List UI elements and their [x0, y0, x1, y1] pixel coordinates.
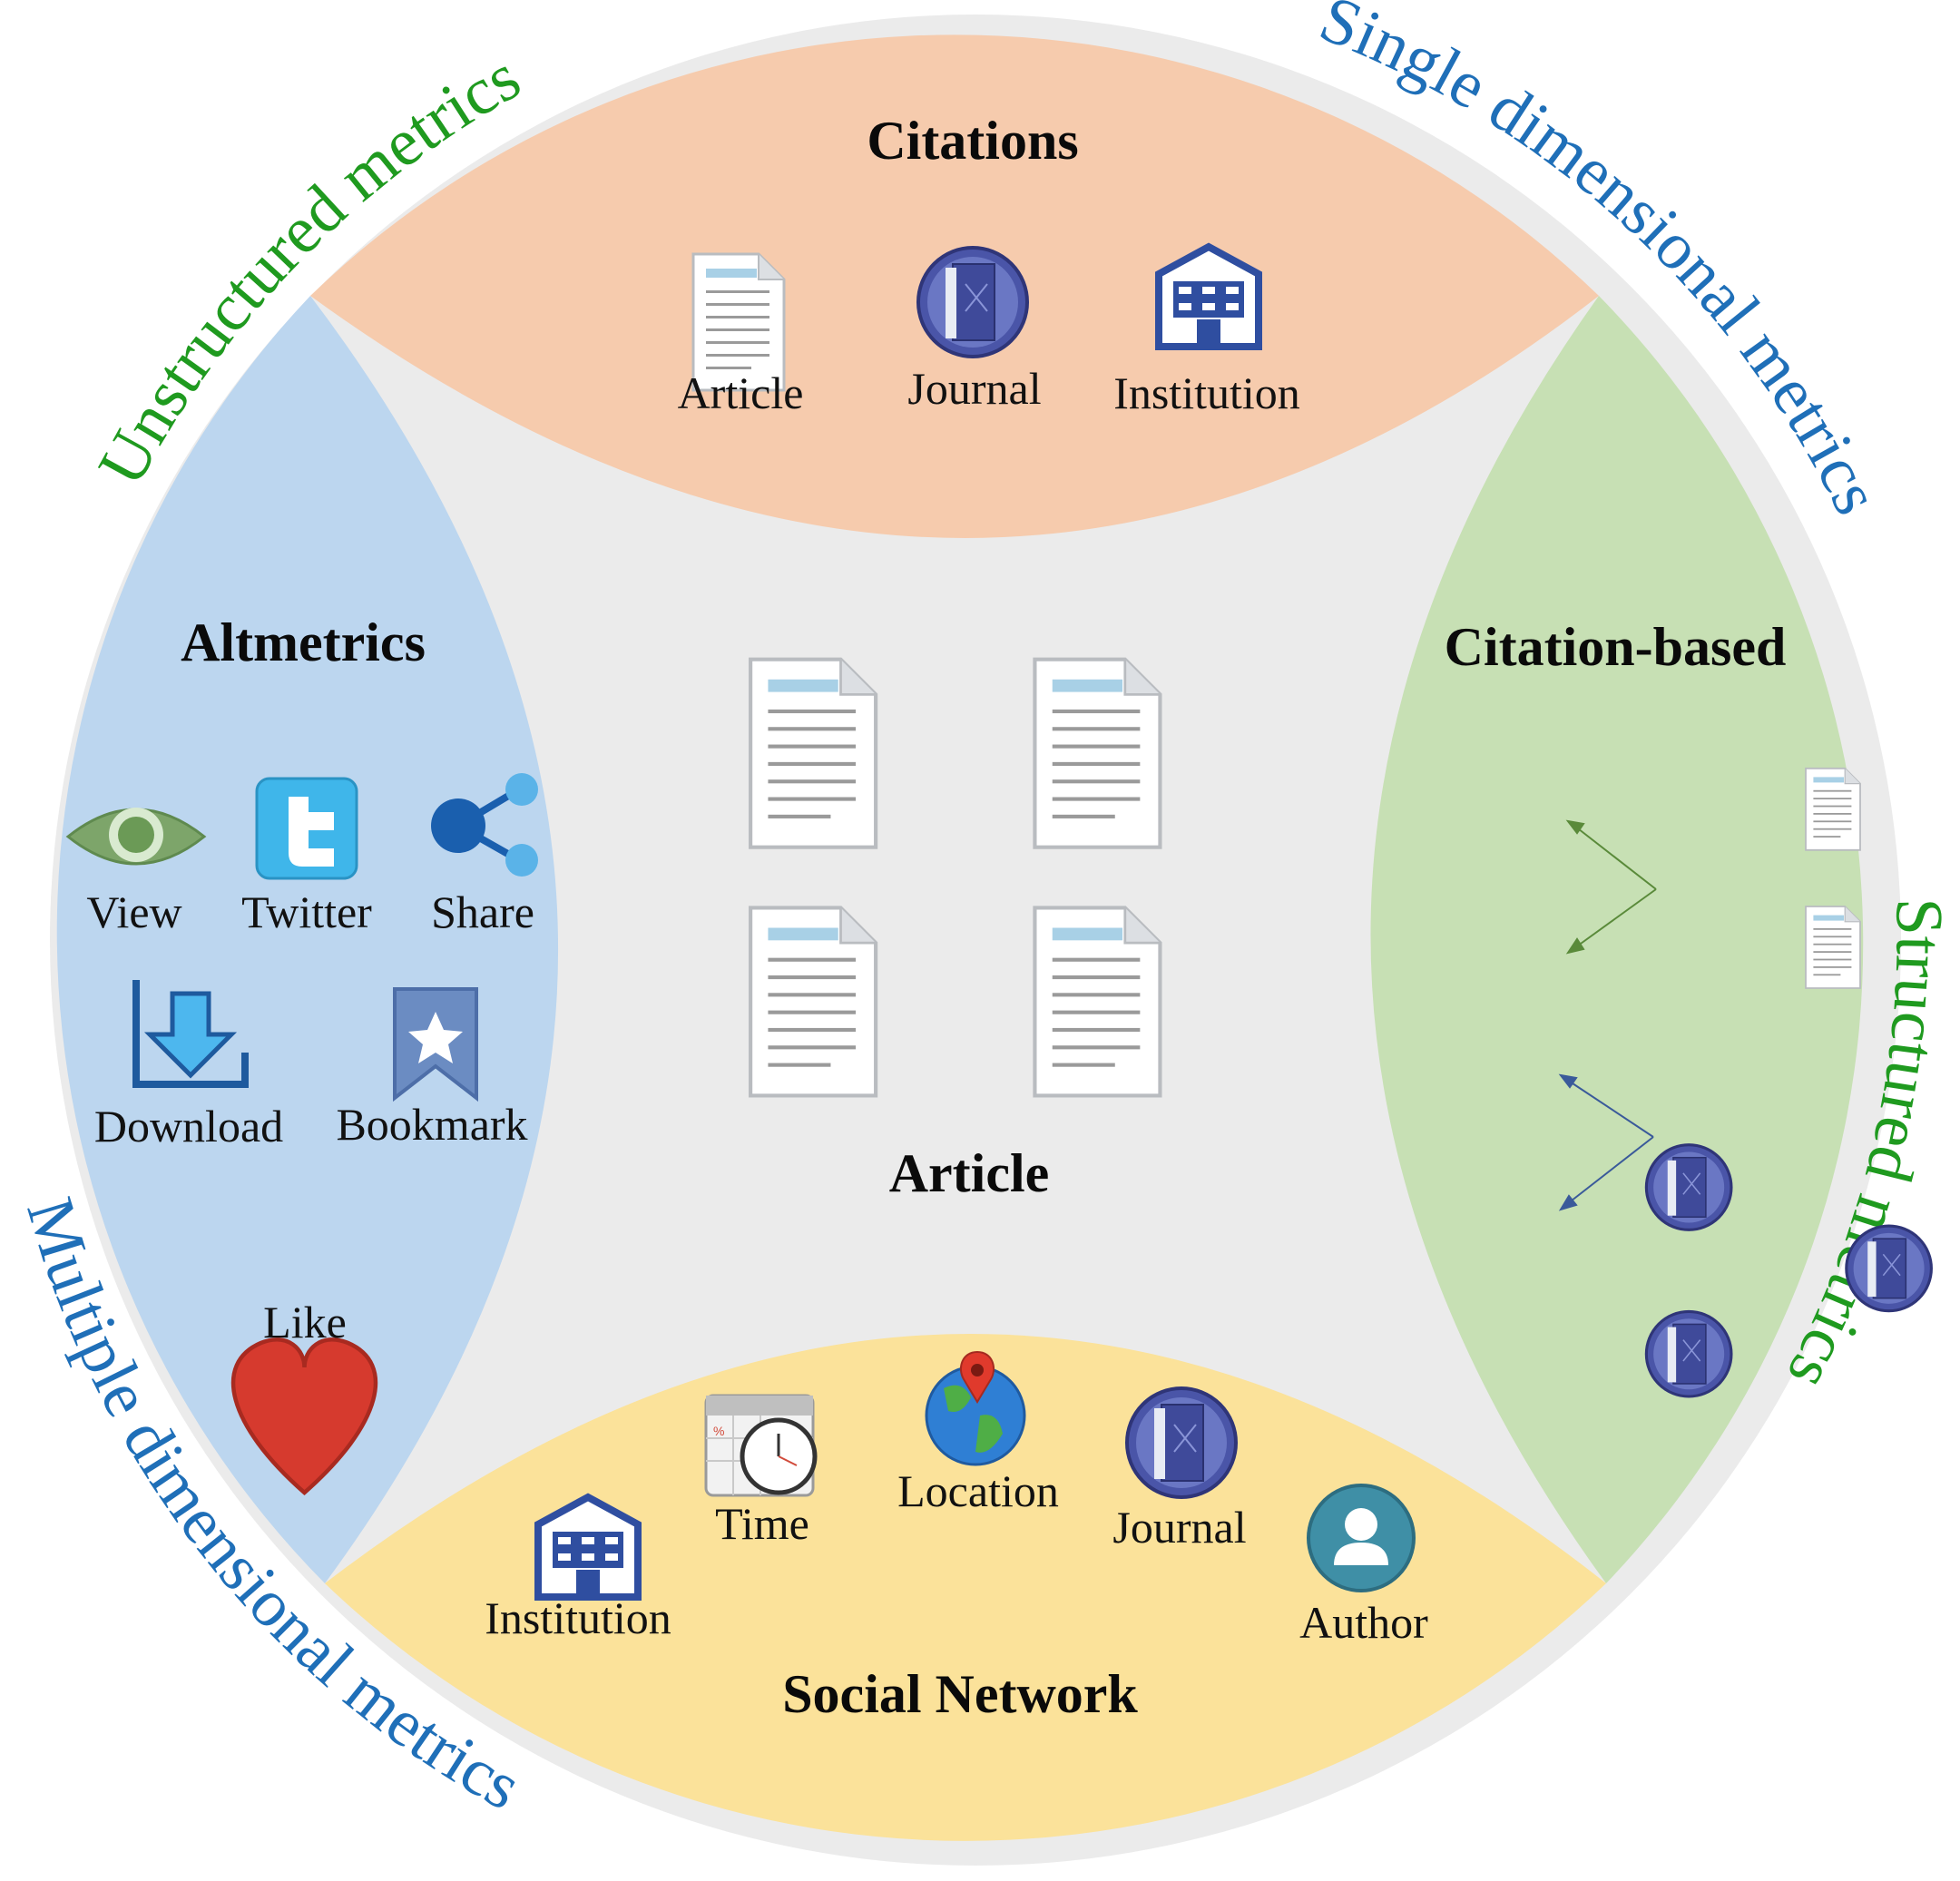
- citations-item-label: Institution: [1113, 367, 1300, 418]
- user-icon: [1307, 1484, 1416, 1592]
- globe-pin-icon: [925, 1350, 1026, 1466]
- download-icon: [132, 980, 249, 1088]
- altmetrics-item-label: Share: [431, 887, 534, 937]
- building-icon: [1159, 247, 1259, 347]
- citations-item-label: Article: [678, 367, 804, 418]
- bookmark-icon: [393, 987, 478, 1102]
- citation-arrow: [1558, 1073, 1654, 1211]
- altmetrics-item-label: Twitter: [241, 887, 372, 937]
- journal-icon: [1845, 1224, 1933, 1313]
- altmetrics-region: [56, 296, 559, 1583]
- altmetrics-item-label: Like: [263, 1297, 347, 1347]
- journal-icon: [916, 246, 1029, 358]
- document-icon: [1805, 906, 1861, 989]
- citations-item-label: Journal: [907, 363, 1041, 414]
- document-icon: [1034, 907, 1160, 1095]
- document-icon: [750, 907, 876, 1095]
- citation-based-title: Citation-based: [1445, 617, 1787, 677]
- share-icon: [431, 773, 538, 877]
- document-icon: [1805, 767, 1861, 851]
- journal-icon: [1644, 1143, 1733, 1231]
- journal-icon: [1125, 1386, 1238, 1499]
- social-network-item-label: Author: [1299, 1597, 1428, 1648]
- eye-icon: [65, 808, 207, 866]
- social-network-item-label: Time: [715, 1498, 809, 1549]
- journal-icon: [1644, 1309, 1733, 1398]
- altmetrics-item-label: View: [86, 887, 181, 937]
- altmetrics-item-label: Download: [94, 1101, 283, 1151]
- svg-text:%: %: [713, 1424, 724, 1438]
- social-network-title: Social Network: [782, 1664, 1138, 1724]
- social-network-item-label: Institution: [485, 1592, 671, 1643]
- article-title: Article: [889, 1143, 1050, 1203]
- altmetrics-title: Altmetrics: [181, 612, 426, 672]
- citations-title: Citations: [867, 111, 1078, 171]
- center-region: [50, 15, 1901, 1866]
- social-network-item-label: Journal: [1112, 1502, 1246, 1553]
- heart-icon: [230, 1337, 378, 1495]
- document-icon: [750, 660, 876, 847]
- social-network-item-label: Location: [897, 1465, 1059, 1516]
- social-network-region: [325, 1334, 1606, 1841]
- citation-based-region: [1370, 296, 1864, 1583]
- citation-arrow: [1565, 819, 1657, 955]
- twitter-icon: [255, 777, 358, 880]
- calendar-clock-icon: %: [704, 1394, 818, 1497]
- altmetrics-item-label: Bookmark: [336, 1099, 527, 1150]
- building-icon: [538, 1497, 638, 1597]
- document-icon: [1034, 660, 1160, 847]
